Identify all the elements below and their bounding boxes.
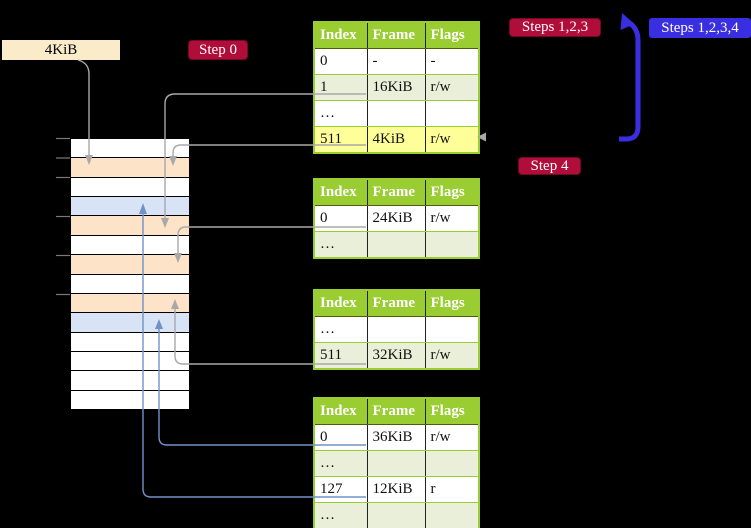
cell-flags [425, 502, 479, 528]
cell-index: … [314, 231, 368, 259]
page-table-4: Index Frame Flags 0 36KiB r/w … 127 12Ki… [313, 397, 480, 528]
cell-frame: - [367, 48, 426, 75]
memory-row-white [71, 332, 189, 352]
col-header-flags: Flags [425, 398, 479, 425]
table-row: … [314, 231, 479, 259]
col-header-flags: Flags [425, 179, 479, 206]
cell-index: … [314, 316, 368, 343]
table-row: … [314, 316, 479, 343]
cell-index: 0 [314, 424, 368, 451]
col-header-index: Index [314, 398, 368, 425]
col-header-index: Index [314, 290, 368, 317]
table-row: … [314, 502, 479, 528]
memory-row-peach [71, 255, 189, 275]
cell-frame [367, 502, 426, 528]
cell-flags: r/w [425, 74, 479, 101]
table-header-row: Index Frame Flags [314, 22, 479, 49]
cell-index: 0 [314, 205, 368, 232]
cell-flags: r/w [425, 126, 479, 154]
table-row: 511 32KiB r/w [314, 342, 479, 370]
memory-row-white [71, 274, 189, 294]
cell-flags: r/w [425, 342, 479, 370]
cell-index: 511 [314, 126, 368, 154]
page-table-2: Index Frame Flags 0 24KiB r/w … [313, 178, 480, 259]
table-row-highlighted: 511 4KiB r/w [314, 126, 479, 154]
cell-frame: 32KiB [367, 342, 426, 370]
cell-flags [425, 316, 479, 343]
page-table-3: Index Frame Flags … 511 32KiB r/w [313, 289, 480, 370]
table-header-row: Index Frame Flags [314, 179, 479, 206]
cell-index: 0 [314, 48, 368, 75]
cell-flags: - [425, 48, 479, 75]
col-header-frame: Frame [367, 398, 426, 425]
cell-flags [425, 450, 479, 477]
cell-index: 127 [314, 476, 368, 503]
memory-map [70, 138, 190, 410]
col-header-index: Index [314, 179, 368, 206]
frame-size-label: 4KiB [2, 40, 120, 60]
table-row: 0 - - [314, 48, 479, 75]
col-header-index: Index [314, 22, 368, 49]
steps1234-label: Steps 1,2,3,4 [649, 18, 751, 38]
cell-flags: r [425, 476, 479, 503]
table-header-row: Index Frame Flags [314, 398, 479, 425]
memory-row-peach [71, 293, 189, 314]
cell-frame: 24KiB [367, 205, 426, 232]
cell-index: … [314, 100, 368, 127]
table-row: 1 16KiB r/w [314, 74, 479, 101]
memory-row-peach [71, 216, 189, 236]
memory-row-white [71, 371, 189, 391]
table-row: 0 36KiB r/w [314, 424, 479, 451]
memory-row-white [71, 177, 189, 198]
table-row: 127 12KiB r [314, 476, 479, 503]
memory-row-white [71, 390, 189, 410]
cell-frame [367, 231, 426, 259]
step4-label: Step 4 [518, 157, 581, 175]
col-header-flags: Flags [425, 290, 479, 317]
cell-frame [367, 316, 426, 343]
step0-label: Step 0 [188, 40, 248, 60]
cell-frame: 4KiB [367, 126, 426, 154]
steps123-label: Steps 1,2,3 [509, 18, 601, 37]
col-header-frame: Frame [367, 179, 426, 206]
memory-row-white [71, 351, 189, 372]
memory-row-white [71, 139, 189, 159]
cell-flags [425, 100, 479, 127]
memory-row-blue [71, 313, 189, 333]
cell-frame: 12KiB [367, 476, 426, 503]
cell-frame: 16KiB [367, 74, 426, 101]
table-row: 0 24KiB r/w [314, 205, 479, 232]
cell-flags: r/w [425, 205, 479, 232]
cell-frame [367, 450, 426, 477]
cell-index: 1 [314, 74, 368, 101]
memory-row-peach [71, 158, 189, 178]
table-header-row: Index Frame Flags [314, 290, 479, 317]
page-table-1: Index Frame Flags 0 - - 1 16KiB r/w … 51… [313, 21, 480, 154]
cell-frame: 36KiB [367, 424, 426, 451]
cell-flags [425, 231, 479, 259]
cell-index: … [314, 450, 368, 477]
recursive-loop-arrow [619, 13, 641, 142]
cell-index: … [314, 502, 368, 528]
col-header-frame: Frame [367, 290, 426, 317]
col-header-flags: Flags [425, 22, 479, 49]
cell-frame [367, 100, 426, 127]
cell-index: 511 [314, 342, 368, 370]
memory-row-blue [71, 197, 189, 217]
memory-row-white [71, 235, 189, 256]
cell-flags: r/w [425, 424, 479, 451]
table-row: … [314, 100, 479, 127]
table-row: … [314, 450, 479, 477]
col-header-frame: Frame [367, 22, 426, 49]
address-ticks [56, 137, 70, 296]
